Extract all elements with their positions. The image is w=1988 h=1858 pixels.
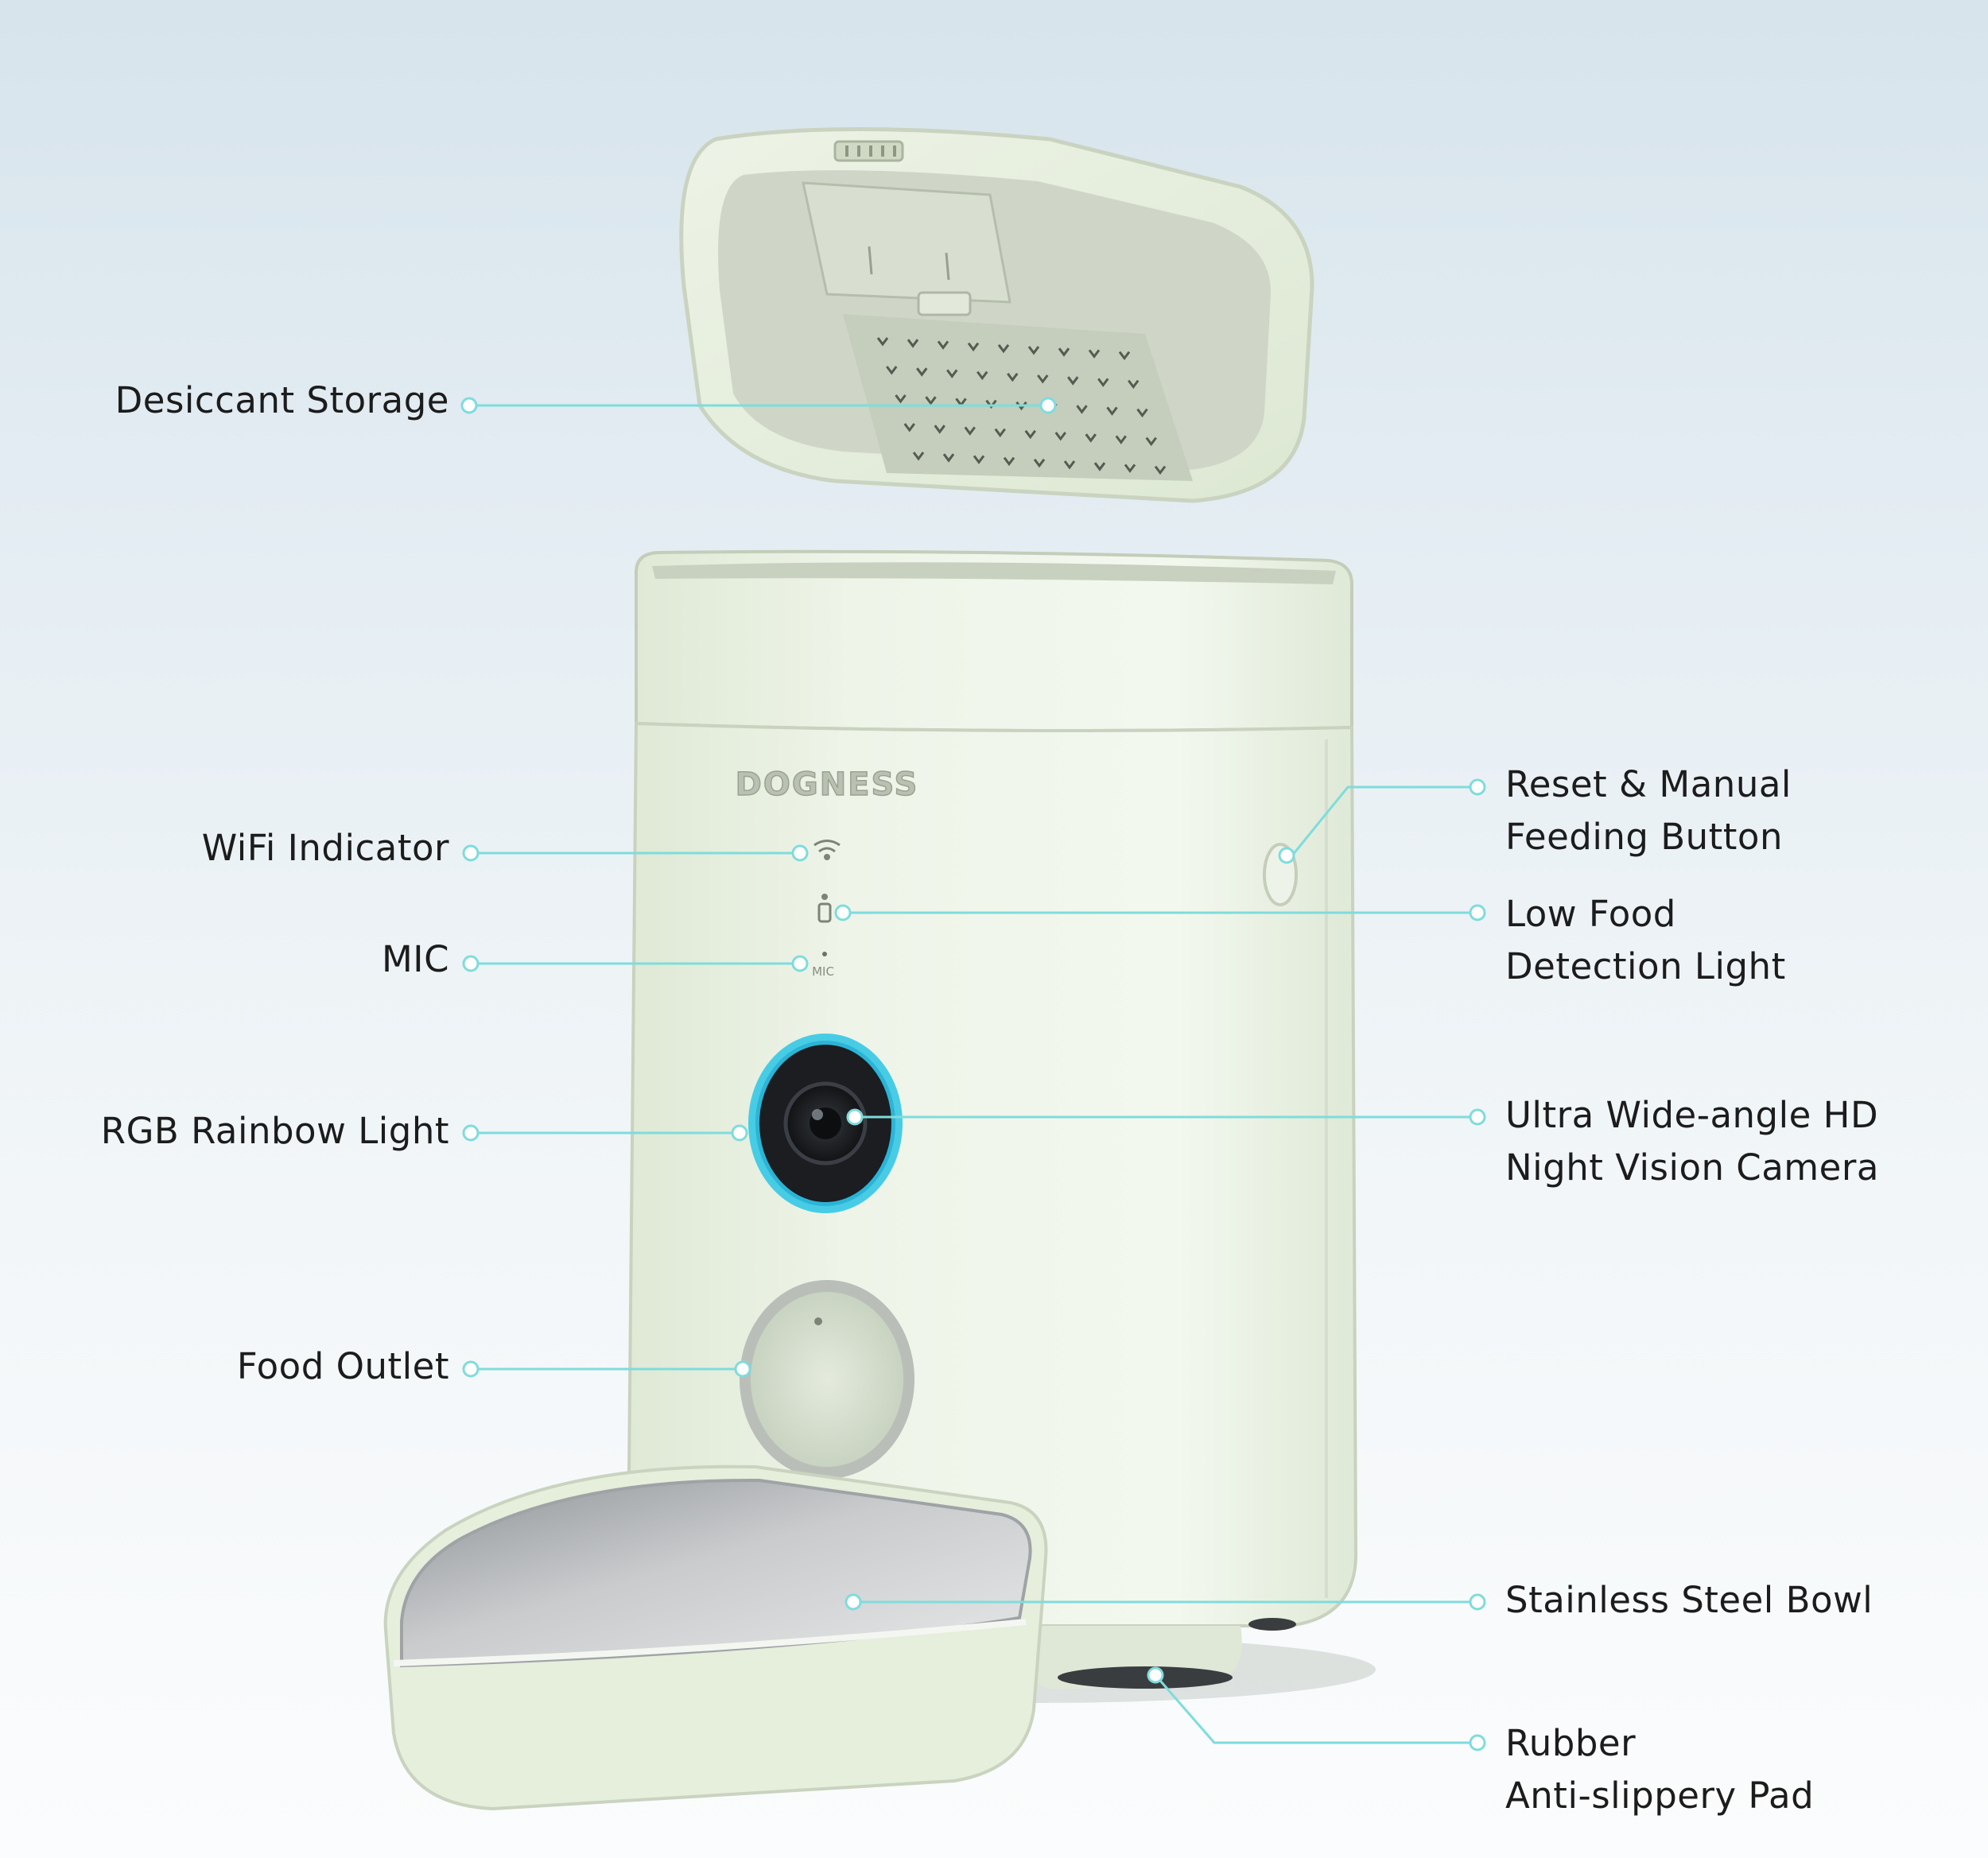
desiccant-hole <box>1124 464 1136 473</box>
lid-latch <box>917 291 972 316</box>
callout-camera-line1: Ultra Wide-angle HD <box>1505 1094 1879 1136</box>
feeder-body: DOGNESS MIC <box>626 549 1376 1703</box>
leader-rubber <box>1154 1674 1477 1744</box>
desiccant-hole <box>895 394 907 404</box>
desiccant-hole <box>937 340 949 350</box>
callout-steel-bowl-line1: Stainless Steel Bowl <box>1505 1579 1873 1621</box>
desiccant-hole <box>1054 432 1066 441</box>
desiccant-hole <box>1097 378 1109 387</box>
callout-rubber-pad: Rubber Anti-slippery Pad <box>1505 1717 1814 1822</box>
desiccant-hole <box>1136 408 1148 418</box>
desiccant-hole <box>1093 462 1106 471</box>
callout-low-food-light: Low Food Detection Light <box>1505 888 1786 993</box>
desiccant-hole <box>886 366 898 375</box>
desiccant-hole <box>1015 401 1027 411</box>
desiccant-hole <box>1115 435 1127 444</box>
desiccant-hole <box>1154 465 1167 475</box>
callout-rubber-pad-line2: Anti-slippery Pad <box>1505 1775 1815 1817</box>
desiccant-hole <box>964 426 976 436</box>
callout-rubber-pad-line1: Rubber <box>1505 1722 1637 1764</box>
lid-vent-tab <box>833 140 904 162</box>
desiccant-hole <box>1076 405 1088 414</box>
mic-hole <box>822 952 827 956</box>
leader-dots <box>460 397 1486 1751</box>
desiccant-hole <box>985 399 997 409</box>
desiccant-hole <box>1106 406 1118 416</box>
desiccant-hole <box>977 370 988 381</box>
desiccant-hole <box>1007 372 1019 382</box>
desiccant-hole <box>1024 429 1036 440</box>
rubber-pad <box>1058 1666 1233 1689</box>
desiccant-hole <box>942 453 955 463</box>
desiccant-hole <box>1085 433 1097 443</box>
desiccant-hole <box>934 425 945 434</box>
desiccant-hole <box>916 367 928 377</box>
desiccant-hole <box>907 339 919 348</box>
callout-reset-button-line2: Feeding Button <box>1505 816 1783 858</box>
callout-food-outlet: Food Outlet <box>237 1340 449 1393</box>
callout-desiccant-storage-line1: Desiccant Storage <box>115 379 449 421</box>
bowl-rim-highlight <box>393 1619 1027 1666</box>
callout-wifi-indicator-line1: WiFi Indicator <box>201 827 449 869</box>
body-opening <box>652 562 1336 584</box>
leader-lines <box>469 404 1477 1744</box>
desiccant-hole <box>912 452 925 461</box>
desiccant-hole <box>967 342 980 352</box>
callout-mic: MIC <box>382 933 449 986</box>
desiccant-hole <box>1128 379 1140 390</box>
callout-camera: Ultra Wide-angle HD Night Vision Camera <box>1505 1089 1879 1194</box>
callout-reset-button-line1: Reset & Manual <box>1505 763 1792 805</box>
callout-rgb-rainbow-light-line1: RGB Rainbow Light <box>100 1110 449 1152</box>
callout-low-food-light-line1: Low Food <box>1505 893 1676 935</box>
desiccant-hole <box>1088 349 1101 359</box>
desiccant-hole <box>1145 436 1157 447</box>
steel-bowl <box>383 1464 1048 1811</box>
desiccant-hole <box>1037 374 1049 384</box>
desiccant-panel <box>843 314 1193 481</box>
lid <box>679 127 1314 503</box>
desiccant-hole <box>1027 346 1040 355</box>
desiccant-hole <box>1003 456 1015 467</box>
callout-low-food-light-line2: Detection Light <box>1505 945 1786 987</box>
desiccant-hole <box>1067 376 1079 386</box>
brand-logo: DOGNESS <box>736 766 919 803</box>
callout-steel-bowl: Stainless Steel Bowl <box>1505 1574 1873 1627</box>
callout-wifi-indicator: WiFi Indicator <box>202 822 449 875</box>
desiccant-hole <box>876 337 889 347</box>
desiccant-hole <box>925 396 937 405</box>
desiccant-hole <box>1118 351 1131 361</box>
desiccant-hole <box>903 423 915 432</box>
leader-reset <box>1291 785 1477 856</box>
desiccant-hole <box>946 369 958 378</box>
callout-food-outlet-line1: Food Outlet <box>236 1345 449 1387</box>
wifi-icon <box>813 840 841 860</box>
callout-rgb-rainbow-light: RGB Rainbow Light <box>101 1105 449 1158</box>
desiccant-hole <box>1033 458 1046 468</box>
desiccant-hole <box>997 343 1010 354</box>
desiccant-hole <box>1063 460 1076 470</box>
low-food-icon <box>817 894 832 923</box>
desiccant-hole <box>973 455 985 464</box>
mic-marking: MIC <box>812 964 834 979</box>
lid-latch-plate <box>802 181 1011 304</box>
callout-camera-line2: Night Vision Camera <box>1505 1146 1879 1189</box>
callout-mic-line1: MIC <box>381 938 449 980</box>
callout-reset-button: Reset & Manual Feeding Button <box>1505 758 1792 863</box>
lid-vent-slots <box>845 145 896 157</box>
bowl-steel <box>400 1478 1032 1668</box>
callout-desiccant-storage: Desiccant Storage <box>115 374 449 427</box>
desiccant-hole <box>994 428 1006 438</box>
desiccant-hole <box>1058 347 1070 357</box>
